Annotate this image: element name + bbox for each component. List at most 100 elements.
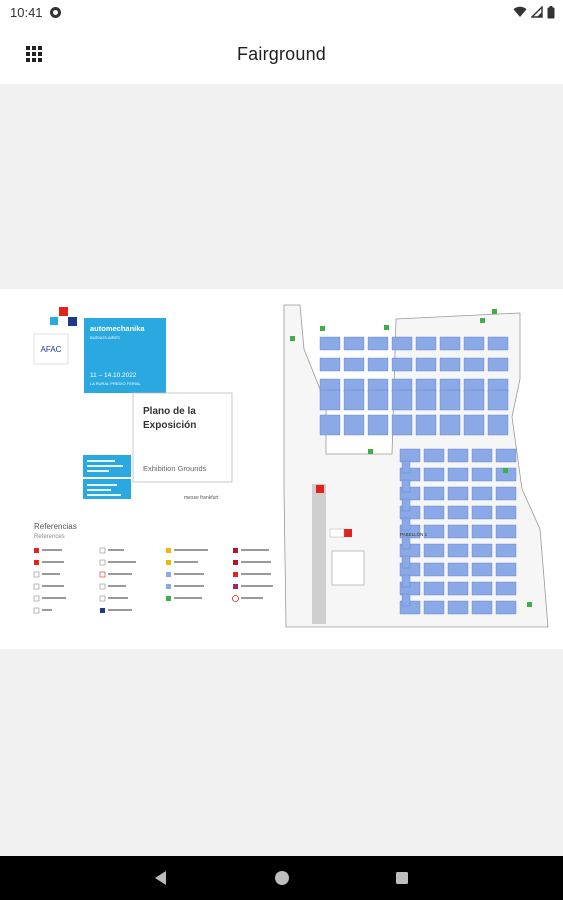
booth-block <box>401 498 411 512</box>
app-notification-icon <box>49 6 61 18</box>
afac-logo-text: AFAC <box>41 345 62 354</box>
booth-block <box>471 543 493 558</box>
booth-block <box>423 448 445 463</box>
booth-block <box>367 336 389 351</box>
legend-subtitle: References <box>34 534 65 540</box>
booth-block <box>423 581 445 596</box>
fairground-map[interactable]: AFAC automechanika BUENOS AIRES 11 – 14.… <box>0 289 563 649</box>
booth-block <box>401 574 411 588</box>
booth-block <box>391 336 413 351</box>
booth-block <box>471 524 493 539</box>
booth-block <box>447 600 469 615</box>
booth-block <box>401 536 411 550</box>
page-title: Fairground <box>236 44 327 64</box>
booth-block <box>471 562 493 577</box>
booth-block <box>423 467 445 482</box>
booth-block <box>399 448 421 463</box>
booth-block <box>495 486 517 501</box>
booth-block <box>423 486 445 501</box>
booth-block <box>367 389 389 411</box>
booth-block <box>463 414 485 436</box>
back-triangle-icon[interactable] <box>147 864 175 892</box>
booth-block <box>343 389 365 411</box>
status-bar: 10:41 <box>0 0 563 24</box>
booth-block <box>487 414 509 436</box>
booth-block <box>447 524 469 539</box>
booth-block <box>423 543 445 558</box>
booth-block <box>415 414 437 436</box>
legend-title: Referencias <box>34 522 77 531</box>
booth-block <box>495 562 517 577</box>
battery-icon <box>547 5 555 18</box>
brand-city: BUENOS AIRES <box>90 335 120 340</box>
booth-block <box>439 389 461 411</box>
booth-block <box>401 593 411 607</box>
logo-red-square <box>59 307 68 316</box>
recents-square-icon[interactable] <box>388 864 416 892</box>
booth-block <box>447 581 469 596</box>
booth-block <box>423 600 445 615</box>
booth-block <box>495 448 517 463</box>
booth-block <box>319 336 341 351</box>
booth-block <box>447 486 469 501</box>
booth-block <box>319 357 341 372</box>
brand-box <box>84 318 166 393</box>
hall-label: PABELLÓN 1 <box>400 531 428 537</box>
booth-block <box>401 460 411 474</box>
booth-block <box>495 600 517 615</box>
logo-navy-square <box>68 317 77 326</box>
booth-block <box>463 357 485 372</box>
plan-title-line2: Exposición <box>143 420 196 431</box>
event-dates: 11 – 14.10.2022 <box>90 372 137 379</box>
booth-block <box>415 357 437 372</box>
home-circle-icon[interactable] <box>268 864 296 892</box>
booth-block <box>439 336 461 351</box>
plan-subtitle: Exhibition Grounds <box>143 464 207 473</box>
event-venue: LA RURAL PREDIO FERIAL <box>90 381 142 386</box>
booth-block <box>447 467 469 482</box>
booth-block <box>319 414 341 436</box>
status-time: 10:41 <box>10 4 43 20</box>
organizer-name: messe frankfurt <box>184 495 219 501</box>
booth-block <box>463 389 485 411</box>
booth-block <box>423 562 445 577</box>
booth-block <box>471 467 493 482</box>
booth-block <box>319 389 341 411</box>
wifi-icon <box>513 6 527 18</box>
logo-blue-square <box>50 317 58 325</box>
booth-block <box>487 389 509 411</box>
booth-block <box>439 414 461 436</box>
app-bar: Fairground <box>0 24 563 84</box>
brand-name: automechanika <box>90 324 145 333</box>
signal-icon <box>531 6 543 18</box>
booth-block <box>471 486 493 501</box>
booth-block <box>447 505 469 520</box>
status-icons <box>513 5 555 19</box>
booth-block <box>495 581 517 596</box>
booth-block <box>401 555 411 569</box>
grid-apps-icon[interactable] <box>16 36 52 72</box>
booth-block <box>487 357 509 372</box>
booth-block <box>343 414 365 436</box>
booth-block <box>439 357 461 372</box>
booth-block <box>401 479 411 493</box>
booth-block <box>423 505 445 520</box>
booth-block <box>391 357 413 372</box>
booth-block <box>343 357 365 372</box>
booth-block <box>367 357 389 372</box>
booth-block <box>447 562 469 577</box>
booth-block <box>391 414 413 436</box>
booth-block <box>415 336 437 351</box>
booth-block <box>487 336 509 351</box>
afac-logo <box>33 333 69 365</box>
booth-block <box>423 524 445 539</box>
fairground-plan: PABELLÓN 1 <box>283 304 549 628</box>
plan-title-box <box>132 392 233 483</box>
booth-block <box>471 448 493 463</box>
booth-block <box>471 505 493 520</box>
booth-block <box>447 448 469 463</box>
booth-block <box>401 517 411 531</box>
legend-items <box>33 547 273 614</box>
system-nav-bar <box>0 856 563 900</box>
booth-block <box>367 414 389 436</box>
